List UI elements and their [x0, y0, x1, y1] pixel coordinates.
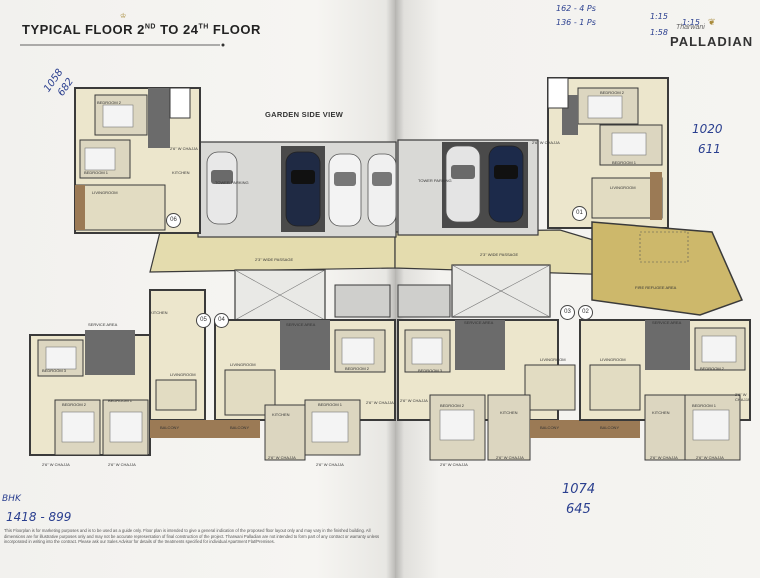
- living-room-label: LIVINGROOM: [170, 372, 196, 377]
- service-area-label: SERVICE AREA: [464, 320, 494, 325]
- brand-name: PALLADIAN: [670, 34, 754, 49]
- car-icon: [328, 153, 362, 227]
- unit-number-marker: 01: [572, 206, 587, 221]
- chajja-label: 2'6" W CHAJJA: [268, 455, 296, 460]
- bedroom-label: BEDROOM 2: [600, 90, 625, 95]
- handwritten-note: 1:15: [682, 18, 700, 27]
- chajja-label: 2'6" W CHAJJA: [696, 455, 724, 460]
- handwritten-note: BHK: [2, 494, 21, 504]
- car-icon: [285, 151, 321, 227]
- balcony-label: BALCONY: [600, 425, 620, 430]
- chajja-label: 2'6" W CHAJJA: [650, 455, 678, 460]
- stair-right: [397, 284, 451, 318]
- bedroom-label: BEDROOM 1: [318, 402, 343, 407]
- tower-parking-label: TOWER PARKING: [215, 180, 249, 185]
- handwritten-note: 645: [566, 502, 591, 517]
- brand-subtitle: Tharwani: [676, 24, 705, 31]
- stair-left: [334, 284, 391, 318]
- service-area-label: SERVICE AREA: [88, 322, 118, 327]
- unit-number-marker: 05: [196, 313, 211, 328]
- brand-logo-icon: ❦: [708, 17, 716, 27]
- service-area-label: SERVICE AREA: [652, 320, 682, 325]
- unit-number-marker: 06: [166, 213, 181, 228]
- chajja-label: 2'6" W CHAJJA: [496, 455, 524, 460]
- bedroom-label: BEDROOM 3: [418, 368, 443, 373]
- handwritten-note: 162 - 4 Ps: [556, 4, 596, 13]
- disclaimer-text: This Floorplan is for marketing purposes…: [4, 528, 380, 545]
- balcony-label: BALCONY: [540, 425, 560, 430]
- garden-side-view-label: GARDEN SIDE VIEW: [265, 110, 344, 119]
- chajja-label: 2'6" W CHAJJA: [440, 462, 468, 467]
- service-area-label: SERVICE AREA: [286, 322, 316, 327]
- bedroom-label: BEDROOM 1: [612, 160, 637, 165]
- handwritten-note: 611: [698, 142, 721, 156]
- car-icon: [488, 145, 524, 223]
- unit-number-marker: 03: [560, 305, 575, 320]
- living-room-label: LIVINGROOM: [600, 357, 626, 362]
- bedroom-label: BEDROOM 2: [700, 366, 725, 371]
- bedroom-label: BEDROOM 1: [108, 398, 133, 403]
- chajja-label: 2'6" W CHAJJA: [366, 400, 394, 405]
- car-icon: [367, 153, 397, 227]
- kitchen-label: KITCHEN: [150, 310, 168, 315]
- crown-ornament: ♔: [120, 13, 127, 20]
- handwritten-note: 1020: [692, 122, 723, 136]
- handwritten-note: 1:15: [650, 12, 668, 21]
- handwritten-note: 1:58: [650, 28, 668, 37]
- living-room-label: LIVINGROOM: [610, 185, 636, 190]
- page-title: TYPICAL FLOOR 2ND TO 24TH FLOOR: [22, 22, 261, 37]
- kitchen-label: KITCHEN: [172, 170, 190, 175]
- kitchen-label: KITCHEN: [652, 410, 670, 415]
- title-underline: [20, 43, 225, 47]
- chajja-label: 2'6" W CHAJJA: [108, 462, 136, 467]
- chajja-label: 2'6" W CHAJJA: [42, 462, 70, 467]
- bedroom-label: BEDROOM 2: [440, 403, 465, 408]
- chajja-label: 2'6" W CHAJJA: [170, 146, 198, 151]
- bedroom-label: BEDROOM 3: [42, 368, 67, 373]
- unit-number-marker: 04: [214, 313, 229, 328]
- living-room-label: LIVINGROOM: [230, 362, 256, 367]
- chajja-label: 2'6" W CHAJJA: [400, 398, 428, 403]
- passage-label: 2'3" WIDE PASSAGE: [255, 257, 294, 262]
- bedroom-label: BEDROOM 2: [345, 366, 370, 371]
- passage-label: 2'3" WIDE PASSAGE: [480, 252, 519, 257]
- handwritten-note: 1418 - 899: [6, 510, 72, 524]
- car-icon: [445, 145, 481, 223]
- living-room-label: LIVINGROOM: [92, 190, 118, 195]
- fire-refuge-label: FIRE REFUGEE AREA: [635, 285, 677, 290]
- kitchen-label: KITCHEN: [272, 412, 290, 417]
- unit-number-marker: 02: [578, 305, 593, 320]
- bedroom-label: BEDROOM 2: [97, 100, 122, 105]
- bedroom-label: BEDROOM 1: [84, 170, 109, 175]
- chajja-label: 2'6" W CHAJJA: [532, 140, 560, 145]
- living-room-label: LIVINGROOM: [540, 357, 566, 362]
- tower-parking-label: TOWER PARKING: [418, 178, 452, 183]
- kitchen-label: KITCHEN: [500, 410, 518, 415]
- balcony-label: BALCONY: [160, 425, 180, 430]
- handwritten-note: 136 - 1 Ps: [556, 18, 596, 27]
- chajja-label: 2'6" W CHAJJA: [316, 462, 344, 467]
- fire-refuge-area: [591, 221, 744, 316]
- handwritten-note: 1074: [562, 482, 596, 497]
- car-icon: [206, 151, 238, 225]
- central-passage-left: [149, 231, 396, 273]
- chajja-label: 2'6" W CHAJJA: [735, 392, 751, 402]
- bedroom-label: BEDROOM 1: [692, 403, 717, 408]
- balcony-label: BALCONY: [230, 425, 250, 430]
- bedroom-label: BEDROOM 2: [62, 402, 87, 407]
